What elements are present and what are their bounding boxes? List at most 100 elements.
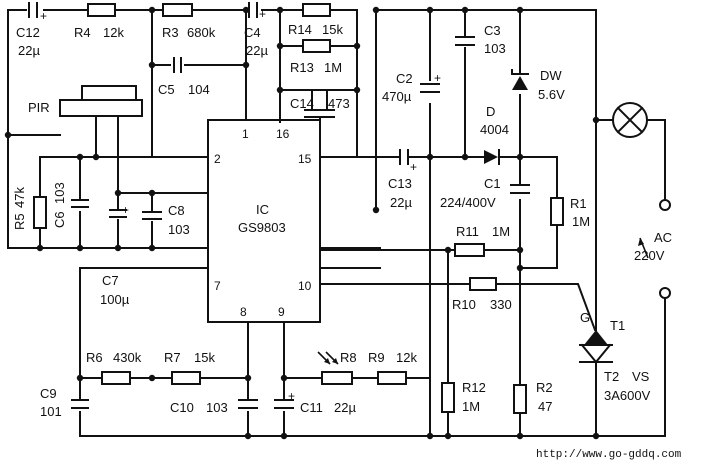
- label-r9-ref: R9: [368, 350, 385, 365]
- ic-pin-1: 1: [242, 127, 249, 141]
- label-c14-ref: C14: [290, 96, 314, 111]
- label-d-ref: D: [486, 104, 495, 119]
- resistors: [33, 3, 564, 414]
- plus-mark-c2: +: [434, 71, 441, 85]
- label-dw-ref: DW: [540, 68, 562, 83]
- label-r14-ref: R14: [288, 22, 312, 37]
- label-c8-ref: C8: [168, 203, 185, 218]
- label-vs: VS: [632, 369, 650, 384]
- ic-value-label: GS9803: [238, 220, 286, 235]
- label-r4-ref: R4: [74, 25, 91, 40]
- resistor-r3: [162, 3, 193, 17]
- ic-pin-15: 15: [298, 152, 312, 166]
- diode-dw-icon: [511, 69, 529, 90]
- label-r6-value: 430k: [113, 350, 142, 365]
- plus-mark-c12: +: [40, 9, 47, 23]
- label-c6-ref: C6: [52, 211, 67, 228]
- pir-sensor: PIR: [28, 85, 143, 117]
- ac-terminals: [638, 199, 671, 299]
- label-r3-value: 680k: [187, 25, 216, 40]
- resistor-r4: [87, 3, 116, 17]
- label-r8-ref: R8: [340, 350, 357, 365]
- watermark-url: http://www.go-gddq.com: [536, 449, 682, 461]
- label-c11-ref: C11: [300, 400, 323, 415]
- label-c13-ref: C13: [388, 176, 412, 191]
- label-t2: T2: [604, 369, 619, 384]
- label-c13-value: 22µ: [390, 195, 412, 210]
- label-r9-value: 12k: [396, 350, 417, 365]
- label-c10-ref: C10: [170, 400, 194, 415]
- label-c4-ref: C4: [244, 25, 261, 40]
- label-ac-value: 220V: [634, 248, 665, 263]
- plus-mark-c11: +: [288, 389, 295, 403]
- label-c11-value: 22µ: [334, 400, 356, 415]
- label-c9-ref: C9: [40, 386, 57, 401]
- label-r11-ref: R11: [456, 224, 479, 239]
- label-r12-value: 1M: [462, 399, 480, 414]
- ic-pin-2: 2: [214, 152, 221, 166]
- label-c12-value: 22µ: [18, 43, 40, 58]
- resistor-r12: [441, 382, 455, 413]
- resistor-r10: [469, 277, 497, 291]
- label-c10-value: 103: [206, 400, 228, 415]
- resistor-r13: [302, 39, 331, 53]
- label-c2-ref: C2: [396, 71, 413, 86]
- resistor-r14: [302, 3, 331, 17]
- lamp-icon: [612, 102, 648, 138]
- label-vs-value: 3A600V: [604, 388, 651, 403]
- label-r14-value: 15k: [322, 22, 343, 37]
- label-dw-value: 5.6V: [538, 87, 565, 102]
- label-c1-ref: C1: [484, 176, 501, 191]
- rotated-labels: R5 47k C6 103: [12, 182, 67, 230]
- label-r7-ref: R7: [164, 350, 181, 365]
- label-c5-ref: C5: [158, 82, 175, 97]
- resistor-r8: [321, 371, 353, 385]
- label-c12-ref: C12: [16, 25, 40, 40]
- label-r4-value: 12k: [103, 25, 124, 40]
- ic-pin-9: 9: [278, 305, 285, 319]
- wires: [7, 9, 666, 437]
- label-g: G: [580, 310, 590, 325]
- resistor-r9: [377, 371, 407, 385]
- label-d-value: 4004: [480, 122, 509, 137]
- label-c7-ref: C7: [102, 273, 119, 288]
- ic-pin-7: 7: [214, 279, 221, 293]
- labels: C12 22µ R4 12k R3 680k C4 22µ R14 15k R1…: [16, 22, 682, 461]
- label-c7-value: 100µ: [100, 292, 130, 307]
- resistor-r6: [101, 371, 131, 385]
- label-c14-value: 473: [328, 96, 350, 111]
- label-r6-ref: R6: [86, 350, 103, 365]
- label-c4-value: 22µ: [246, 43, 268, 58]
- label-c3-ref: C3: [484, 23, 501, 38]
- label-r12-ref: R12: [462, 380, 486, 395]
- resistor-r2: [513, 384, 527, 414]
- ic-pin-8: 8: [240, 305, 247, 319]
- label-r5-value: 47k: [12, 187, 27, 208]
- ic-pin-16: 16: [276, 127, 290, 141]
- label-r10-ref: R10: [452, 297, 476, 312]
- resistor-r1: [550, 197, 564, 226]
- ic-gs9803: IC GS9803 1 16 2 15 7 10 8 9: [207, 119, 321, 323]
- label-r5-ref: R5: [12, 213, 27, 230]
- polarity-marks: + + + + + +: [40, 7, 441, 403]
- label-r2-value: 47: [538, 399, 552, 414]
- label-r11-value: 1M: [492, 224, 510, 239]
- label-c3-value: 103: [484, 41, 506, 56]
- label-ac: AC: [654, 230, 672, 245]
- plus-mark-c13: +: [410, 160, 417, 174]
- pir-label: PIR: [28, 100, 50, 115]
- label-t1: T1: [610, 318, 625, 333]
- label-c5-value: 104: [188, 82, 210, 97]
- plus-mark-c-pir: +: [122, 203, 129, 217]
- label-c8-value: 103: [168, 222, 190, 237]
- label-c9-value: 101: [40, 404, 62, 419]
- label-r7-value: 15k: [194, 350, 215, 365]
- label-r13-value: 1M: [324, 60, 342, 75]
- label-r13-ref: R13: [290, 60, 314, 75]
- label-r3-ref: R3: [162, 25, 179, 40]
- triac-icon: [579, 330, 613, 364]
- resistor-r5: [33, 196, 47, 229]
- label-r10-value: 330: [490, 297, 512, 312]
- label-r1-value: 1M: [572, 214, 590, 229]
